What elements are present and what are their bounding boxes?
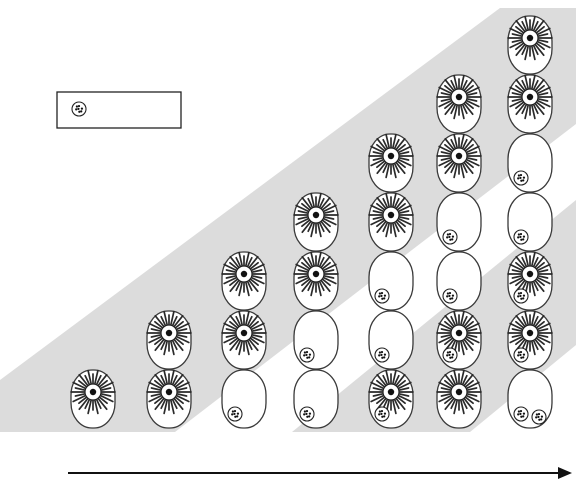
cell: [507, 133, 553, 193]
cell: [293, 192, 339, 252]
cell: [507, 369, 553, 429]
starburst-icon: [507, 251, 553, 297]
cell: [368, 369, 414, 429]
vesicle-icon: [513, 406, 529, 422]
cell: [70, 369, 116, 429]
starburst-icon: [293, 251, 339, 297]
cell-column: [70, 369, 116, 429]
cell: [436, 133, 482, 193]
background-bands: [0, 8, 576, 432]
vesicle-icon: [513, 288, 529, 304]
starburst-icon: [368, 369, 414, 415]
vesicle-icon: [513, 229, 529, 245]
diagonal-band: [0, 8, 576, 432]
cell: [507, 192, 553, 252]
progression-arrow: [68, 467, 572, 479]
vesicle-icon: [531, 409, 547, 425]
vesicle-icon: [442, 229, 458, 245]
vesicle-icon: [299, 347, 315, 363]
cell: [221, 251, 267, 311]
starburst-icon: [146, 310, 192, 356]
vesicle-icon: [227, 406, 243, 422]
cell-column: [146, 310, 192, 429]
cell: [146, 369, 192, 429]
cell-column: [221, 251, 267, 429]
starburst-icon: [436, 74, 482, 120]
cell: [368, 192, 414, 252]
cell: [436, 74, 482, 134]
cell: [221, 310, 267, 370]
starburst-icon: [436, 133, 482, 179]
starburst-icon: [293, 192, 339, 238]
legend-box: [56, 91, 182, 129]
vesicle-icon: [71, 101, 87, 117]
cell: [368, 133, 414, 193]
vesicle-icon: [71, 101, 87, 117]
cell: [368, 251, 414, 311]
cell: [436, 192, 482, 252]
cell: [507, 251, 553, 311]
starburst-icon: [507, 15, 553, 61]
vesicle-icon: [513, 347, 529, 363]
cell-column: [368, 133, 414, 429]
cell: [507, 310, 553, 370]
starburst-icon: [507, 74, 553, 120]
cell-columns: [70, 15, 553, 429]
starburst-icon: [146, 369, 192, 415]
cell-column: [436, 74, 482, 429]
vesicle-icon: [513, 170, 529, 186]
starburst-icon: [221, 310, 267, 356]
legend: [56, 91, 182, 129]
diagonal-band: [292, 200, 576, 432]
vesicle-icon: [442, 288, 458, 304]
starburst-icon: [70, 369, 116, 415]
cell: [436, 251, 482, 311]
cell: [293, 369, 339, 429]
starburst-icon: [368, 192, 414, 238]
starburst-icon: [436, 310, 482, 356]
cell: [293, 251, 339, 311]
starburst-icon: [436, 369, 482, 415]
arrow-head: [558, 467, 572, 479]
starburst-icon: [221, 251, 267, 297]
cell: [146, 310, 192, 370]
cell: [436, 310, 482, 370]
vesicle-icon: [374, 347, 390, 363]
cell: [436, 369, 482, 429]
cell: [221, 369, 267, 429]
cell: [507, 15, 553, 75]
vesicle-icon: [374, 288, 390, 304]
vesicle-icon: [299, 406, 315, 422]
vesicle-icon: [442, 347, 458, 363]
starburst-icon: [368, 133, 414, 179]
cell: [507, 74, 553, 134]
cell: [368, 310, 414, 370]
vesicle-icon: [374, 406, 390, 422]
cell-column: [293, 192, 339, 429]
cell: [293, 310, 339, 370]
starburst-icon: [507, 310, 553, 356]
cell-column: [507, 15, 553, 429]
